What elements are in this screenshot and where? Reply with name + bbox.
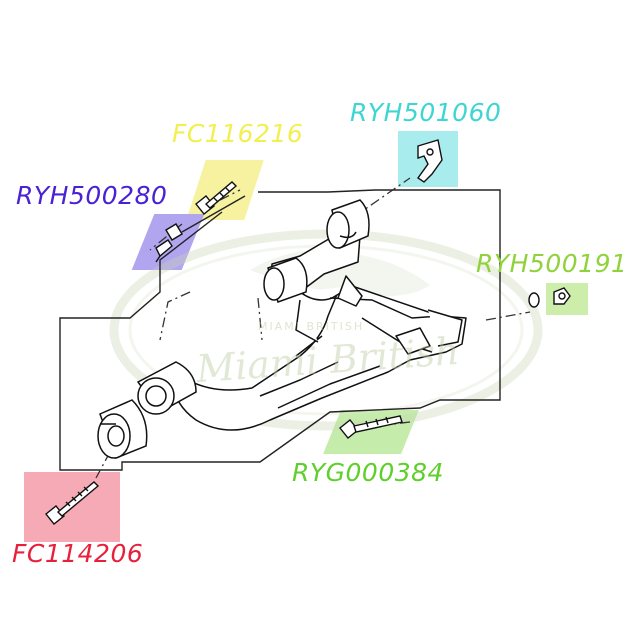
bolt-fc114206 xyxy=(45,481,100,525)
bolt-fc116216 xyxy=(195,181,238,215)
label-ryh501060: RYH501060 xyxy=(350,98,502,127)
clip-ryh500280 xyxy=(155,223,183,263)
label-fc114206: FC114206 xyxy=(12,539,144,568)
label-ryh500191: RYH500191 xyxy=(476,249,628,278)
rear-bush-upper xyxy=(326,199,370,250)
label-ryh500280: RYH500280 xyxy=(16,181,168,210)
rear-bush-lower xyxy=(263,257,308,303)
nut-ryh500191 xyxy=(528,287,571,308)
bolt-ryg000384 xyxy=(339,415,403,439)
assembly-outline xyxy=(59,189,501,471)
front-bush xyxy=(97,399,148,459)
label-ryg000384: RYG000384 xyxy=(292,458,444,487)
label-fc116216: FC116216 xyxy=(172,119,304,148)
watermark-logo-text: MIAMI BRITISH xyxy=(258,320,365,333)
front-bush-housing xyxy=(136,361,197,415)
bracket-ryh501060 xyxy=(417,139,443,183)
